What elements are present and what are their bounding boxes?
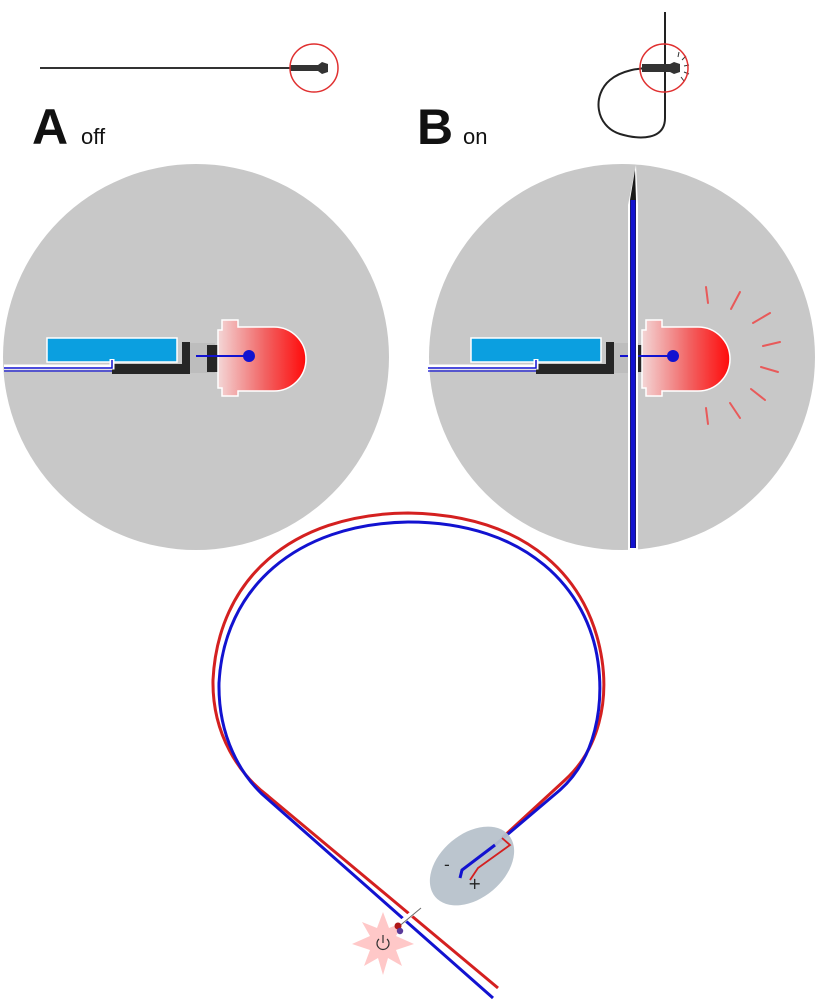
thumb-b-zoom-circle — [639, 43, 689, 93]
panel-a-zoom — [3, 164, 389, 550]
thumbnail-b — [597, 12, 690, 139]
panel-b-letter: B — [417, 99, 453, 155]
panel-a-state: off — [81, 124, 106, 149]
panel-b-wire-negative — [428, 360, 537, 369]
power-icon — [376, 935, 390, 950]
switch-contacts — [394, 904, 423, 935]
panel-b-battery-cell — [470, 337, 602, 363]
panel-b-probe-wire — [630, 200, 636, 548]
thumb-a-zoom-circle — [289, 43, 339, 93]
panel-b-state: on — [463, 124, 487, 149]
loop-wire-negative — [217, 520, 602, 1000]
loop-diagram: - + — [211, 511, 606, 1000]
panel-a-battery-cell — [46, 337, 178, 363]
panel-a-letter: A — [32, 99, 68, 155]
panel-a-led — [217, 319, 307, 397]
thumbnail-a — [40, 43, 339, 93]
panel-a-contact — [112, 342, 190, 374]
panel-b-contact — [536, 342, 614, 374]
pod-plus-label: + — [468, 874, 481, 893]
panel-b-led-junction — [667, 350, 679, 362]
panel-b-light-rays — [705, 286, 781, 425]
thumb-b-wire — [597, 12, 666, 139]
panel-a-led-junction — [243, 350, 255, 362]
pod-minus-label: - — [444, 855, 450, 874]
panel-a-wire-negative — [4, 360, 113, 369]
thumb-a-probe — [290, 62, 328, 74]
panel-b-zoom — [428, 164, 815, 550]
loop-wire-positive — [211, 511, 606, 990]
thumb-b-probe — [642, 62, 680, 74]
panel-b-led — [641, 319, 731, 397]
